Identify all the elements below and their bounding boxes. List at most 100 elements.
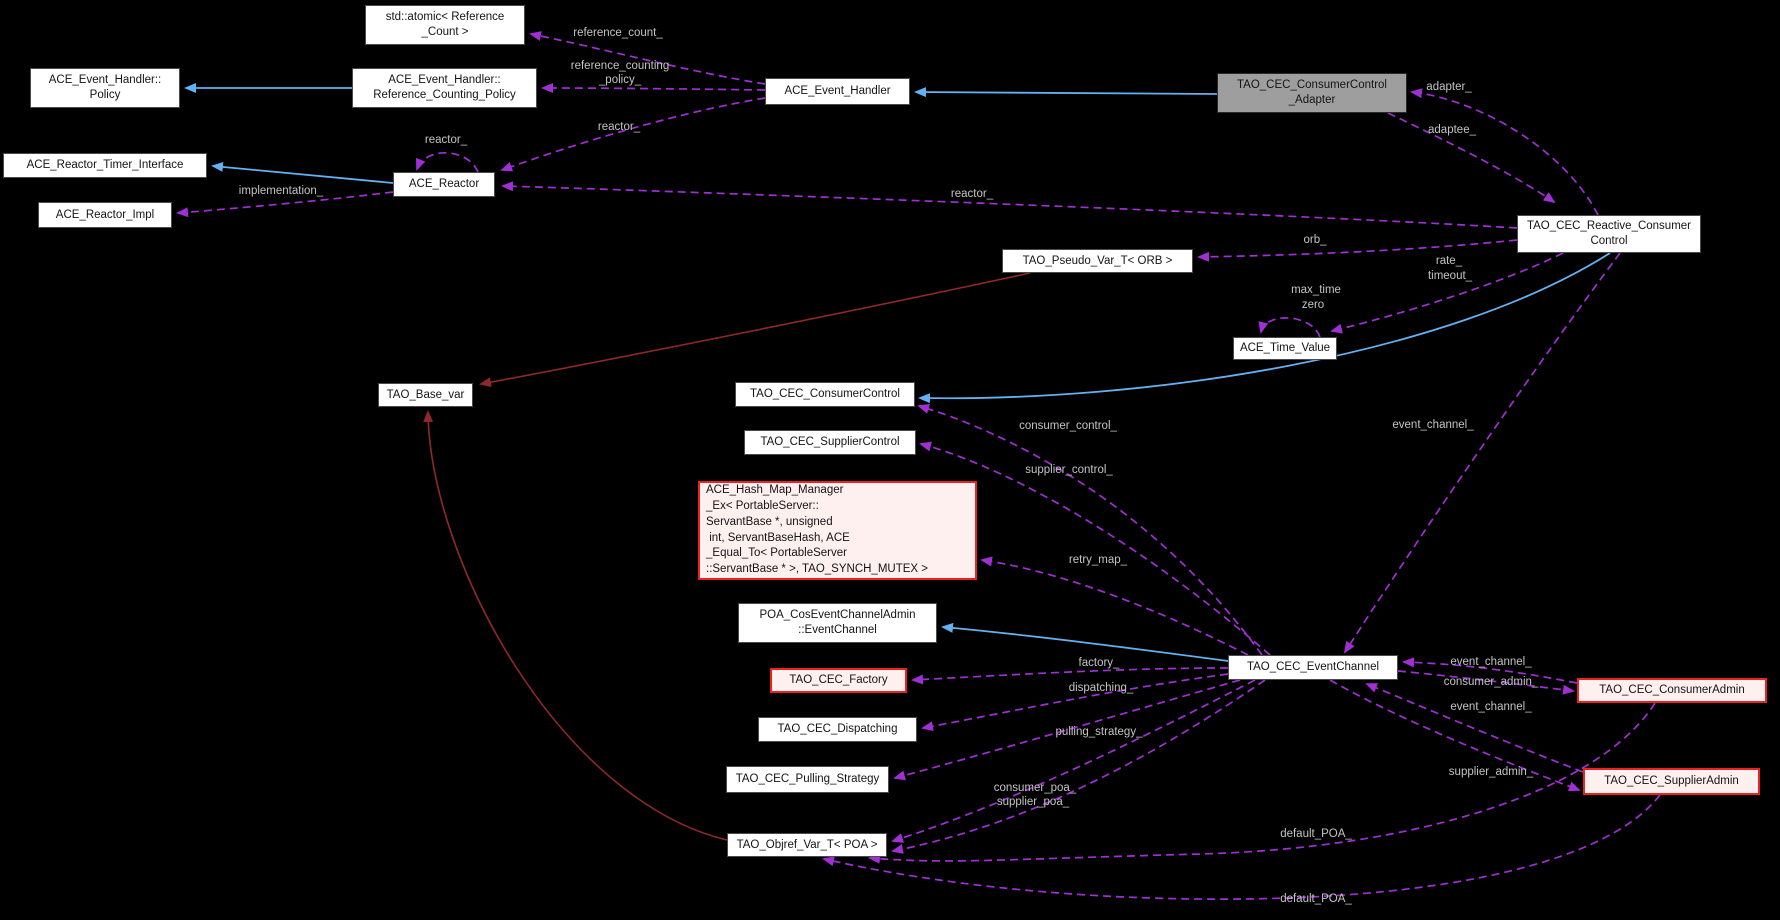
node-tao_base_var[interactable]: TAO_Base_var (378, 383, 473, 407)
edge-reactive_consumer_control-to-cc_adapter-adapter_ (1410, 88, 1599, 216)
node-label-line: TAO_CEC_ConsumerAdmin (1599, 684, 1745, 696)
edge-cec_event_channel-to-cec_consumer_admin-consumer_admin_ (1397, 670, 1575, 695)
node-cec_dispatching[interactable]: TAO_CEC_Dispatching (758, 717, 917, 742)
edge-cec_event_channel-to-cec_dispatching-dispatching_ (921, 673, 1229, 732)
edge-cec_consumer_admin-to-objref_var_poa-default_POA_ (868, 702, 1656, 864)
node-label-line: TAO_Pseudo_Var_T< ORB > (1022, 254, 1173, 267)
edge-label-adaptee: adaptee_ (1428, 124, 1476, 136)
edge-pseudo_var_orb-to-tao_base_var (479, 272, 1031, 388)
edge-cec_event_channel-to-objref_var_poa-consumer_poa_ (891, 679, 1256, 843)
edge-label-default_poa_consumer: default_POA_ (1280, 828, 1352, 840)
node-label-line: TAO_Objref_Var_T< POA > (736, 838, 878, 851)
edge-reactive_consumer_control-to-ace_time_value-rate__timeout_ (1330, 252, 1564, 334)
node-eh_policy[interactable]: ACE_Event_Handler::Policy (30, 68, 180, 108)
node-label-line: TAO_CEC_EventChannel (1246, 661, 1380, 673)
edge-label-reference_counting_l2: _policy_ (598, 74, 642, 86)
node-label-line: ACE_Reactor (408, 178, 480, 190)
node-ace_event_handler[interactable]: ACE_Event_Handler (765, 78, 910, 105)
node-label-line: TAO_CEC_SupplierAdmin (1604, 775, 1739, 787)
edge-label-event_channel_reactive: event_channel_ (1392, 419, 1474, 431)
node-ace_reactor_timer_interface[interactable]: ACE_Reactor_Timer_Interface (3, 153, 207, 178)
node-cec_supplier_admin[interactable]: TAO_CEC_SupplierAdmin (1583, 768, 1760, 795)
edge-label-adapter: adapter_ (1426, 81, 1472, 93)
node-std_atomic[interactable]: std::atomic< Reference_Count > (365, 5, 525, 45)
node-cc_adapter[interactable]: TAO_CEC_ConsumerControl _Adapter (1217, 73, 1407, 113)
node-cec_factory[interactable]: TAO_CEC_Factory (770, 668, 907, 693)
edge-label-rate: rate_ (1435, 255, 1463, 267)
edge-ace_reactor-to-ace_reactor_timer_interface (211, 161, 394, 184)
node-label-line: _Adapter (1288, 94, 1336, 106)
node-label-line: ACE_Time_Value (1239, 342, 1331, 354)
node-consumer_control[interactable]: TAO_CEC_ConsumerControl (735, 382, 915, 407)
node-label-line: ACE_Hash_Map_Manager (706, 484, 844, 497)
node-label-line: _Count > (421, 26, 469, 38)
node-poa_event_channel[interactable]: POA_CosEventChannelAdmin::EventChannel (738, 603, 937, 643)
edge-ace_event_handler-to-std_atomic-reference_count_ (529, 31, 766, 85)
edge-label-pulling_strategy: pulling_strategy_ (1055, 726, 1143, 738)
edge-ace_reactor-to-ace_reactor_impl-implementation_ (176, 191, 394, 218)
edge-label-event_channel_supplier: event_channel_ (1450, 701, 1532, 713)
edge-cc_adapter-to-ace_event_handler (914, 87, 1218, 98)
edge-ace_time_value-to-ace_time_value-max_time_zero (1258, 317, 1321, 338)
node-label-line: TAO_CEC_Dispatching (777, 723, 898, 735)
node-label-line: TAO_CEC_Reactive_Consumer (1526, 220, 1692, 232)
edge-label-supplier_control_l: supplier_control_ (1025, 464, 1113, 476)
edge-label-reference_count: reference_count_ (573, 27, 663, 39)
edge-label-consumer_poa: consumer_poa_ (993, 782, 1077, 794)
node-ace_time_value[interactable]: ACE_Time_Value (1233, 337, 1337, 360)
node-label-line: ACE_Event_Handler:: (388, 74, 501, 86)
edge-label-reactor_self: reactor_ (424, 134, 468, 146)
node-label-line: TAO_CEC_ConsumerControl (1237, 79, 1387, 91)
node-ace_reactor[interactable]: ACE_Reactor (393, 172, 495, 197)
node-label-line: TAO_CEC_Factory (789, 674, 888, 686)
edge-label-consumer_control_l: consumer_control_ (1019, 420, 1117, 432)
edge-cec_event_channel-to-poa_event_channel (941, 622, 1229, 662)
edge-label-max_time: max_time (1291, 284, 1341, 296)
node-label-line: int, ServantBaseHash, ACE (706, 531, 850, 544)
edge-ace_reactor-to-ace_reactor-reactor_ (416, 152, 479, 173)
edge-label-supplier_poa: supplier_poa_ (996, 796, 1070, 808)
node-label-line: ACE_Event_Handler:: (48, 74, 162, 86)
edge-cec_event_channel-to-cec_pulling_strategy-pulling_strategy_ (893, 679, 1241, 781)
edge-label-zero: zero (1301, 299, 1325, 311)
edge-cec_event_channel-to-hash_map-retry_map_ (980, 556, 1249, 656)
edge-cec_event_channel-to-cec_supplier_admin-supplier_admin_ (1329, 679, 1581, 792)
edge-cc_adapter-to-reactive_consumer_control-adaptee_ (1387, 112, 1556, 204)
edge-reactive_consumer_control-to-consumer_control (918, 252, 1611, 404)
node-label-line: _Ex< PortableServer:: (706, 499, 819, 512)
node-cec_pulling_strategy[interactable]: TAO_CEC_Pulling_Strategy (726, 766, 889, 793)
node-label-line: ::ServantBase * >, TAO_SYNCH_MUTEX > (706, 563, 928, 576)
node-supplier_control[interactable]: TAO_CEC_SupplierControl (744, 430, 916, 455)
node-label-line: POA_CosEventChannelAdmin (759, 609, 916, 621)
edge-cec_supplier_admin-to-cec_event_channel-event_channel_ (1365, 683, 1584, 773)
node-label-line: ACE_Event_Handler (784, 85, 891, 97)
node-label-line: ::EventChannel (798, 624, 877, 636)
node-ace_reactor_impl[interactable]: ACE_Reactor_Impl (38, 202, 172, 228)
node-label-line: TAO_CEC_Pulling_Strategy (735, 773, 880, 785)
edge-reactive_consumer_control-to-cec_event_channel-event_channel_ (1343, 252, 1621, 654)
edge-ace_event_handler-to-eh_ref_counting_policy-reference_counting_policy_ (541, 83, 766, 94)
edge-objref_var_poa-to-tao_base_var (423, 410, 728, 841)
node-label-line: TAO_Base_var (386, 388, 465, 401)
node-label-line: TAO_CEC_ConsumerControl (750, 388, 900, 400)
node-objref_var_poa[interactable]: TAO_Objref_Var_T< POA > (727, 833, 887, 857)
node-label-line: Policy (89, 89, 121, 101)
edge-cec_event_channel-to-objref_var_poa-supplier_poa_ (891, 679, 1266, 854)
node-eh_ref_counting_policy[interactable]: ACE_Event_Handler::Reference_Counting_Po… (352, 68, 537, 108)
edge-reactive_consumer_control-to-ace_reactor-reactor_ (501, 181, 1518, 229)
node-label-line: ACE_Reactor_Timer_Interface (26, 159, 184, 171)
edge-label-orb: orb_ (1303, 234, 1327, 246)
edge-label-reference_counting_l1: reference_counting (570, 60, 670, 72)
node-pseudo_var_orb[interactable]: TAO_Pseudo_Var_T< ORB > (1002, 249, 1193, 273)
edge-cec_supplier_admin-to-objref_var_poa-default_POA_ (822, 794, 1661, 900)
node-cec_event_channel[interactable]: TAO_CEC_EventChannel (1228, 655, 1398, 680)
edge-cec_event_channel-to-cec_factory-factory_ (911, 667, 1229, 685)
edge-ace_event_handler-to-ace_reactor-reactor_ (500, 97, 766, 172)
node-hash_map[interactable]: ACE_Hash_Map_Manager _Ex< PortableServer:… (698, 481, 977, 580)
node-cec_consumer_admin[interactable]: TAO_CEC_ConsumerAdmin (1577, 678, 1767, 703)
edge-label-dispatching: dispatching_ (1068, 682, 1134, 694)
edge-label-reactor_event_handler: reactor_ (597, 121, 641, 133)
